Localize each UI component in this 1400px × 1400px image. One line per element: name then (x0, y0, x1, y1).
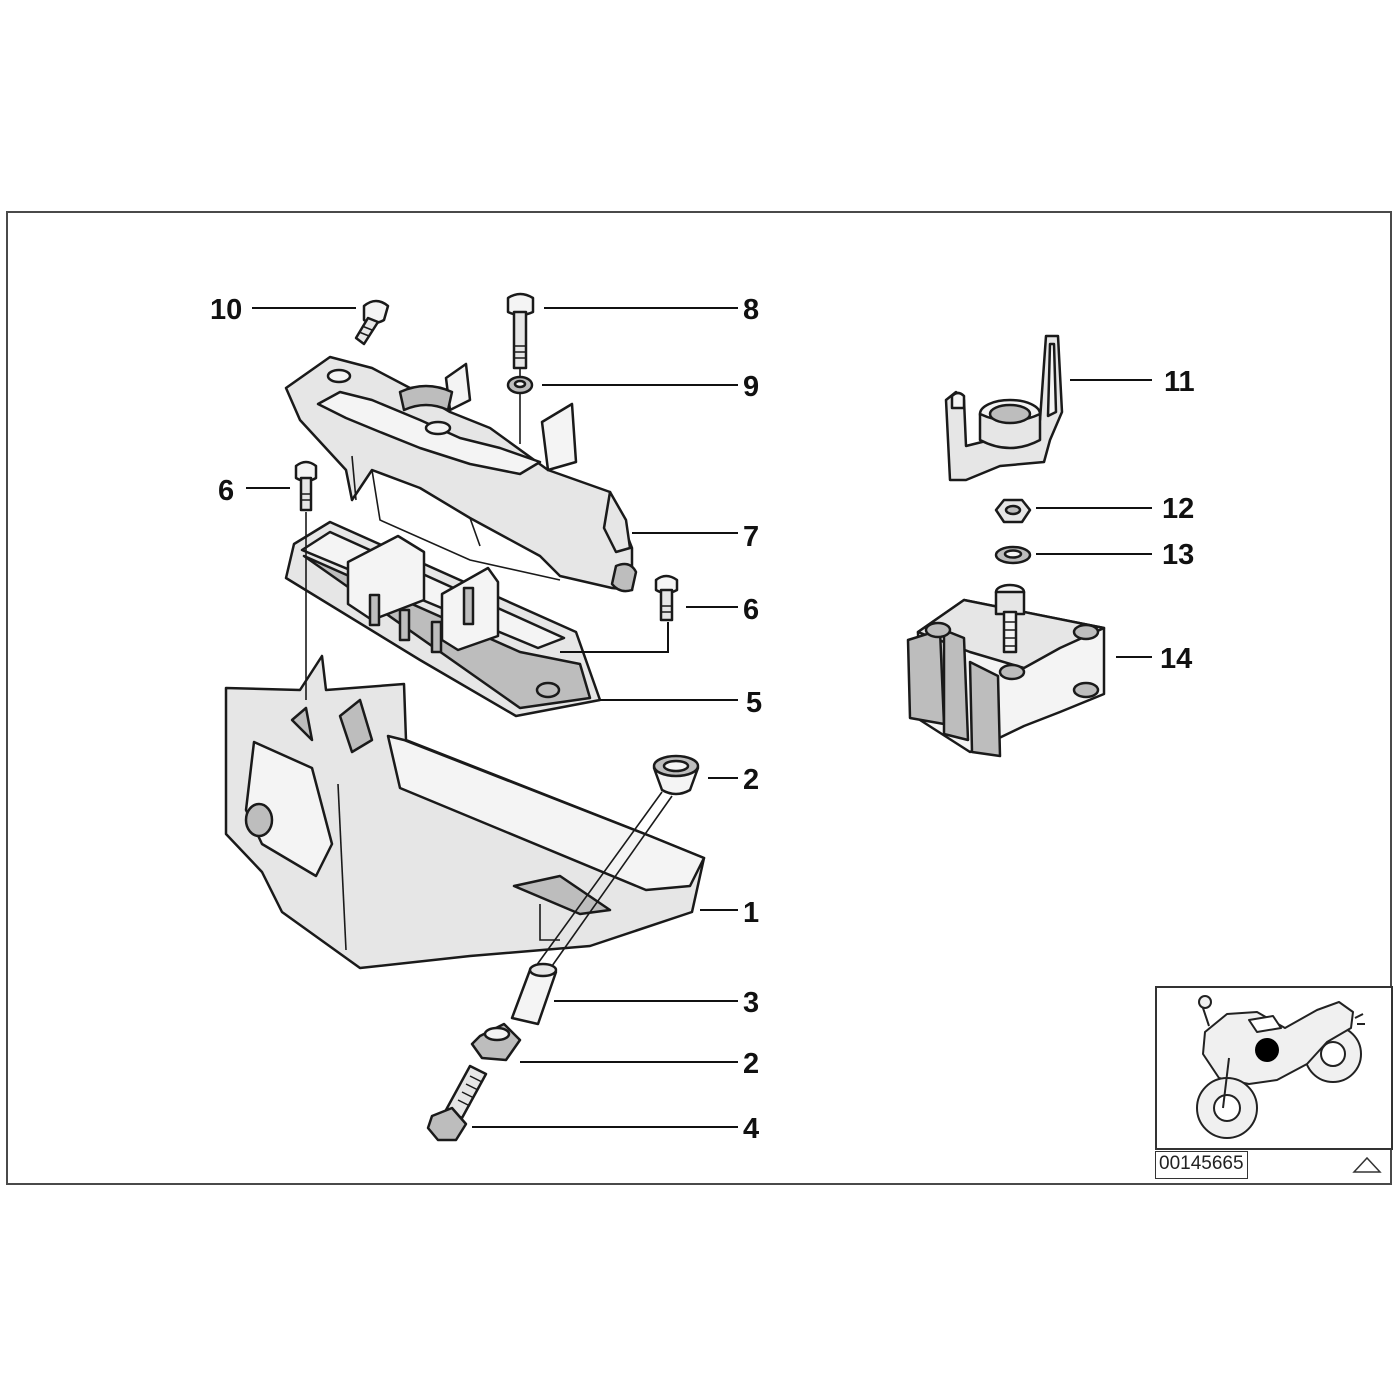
part-10-screw (354, 299, 390, 346)
diagram-frame (6, 211, 1392, 1185)
callout-8: 8 (743, 294, 759, 326)
part-2-bushing-lower (470, 1022, 522, 1062)
vehicle-location-thumbnail (1155, 986, 1393, 1150)
part-6-bolt-right (560, 574, 679, 653)
part-8-bolt (506, 292, 535, 444)
callout-13: 13 (1162, 539, 1194, 571)
leader-lines (246, 307, 1152, 1128)
part-7-cover (284, 355, 638, 593)
part-2-bushing-upper (652, 754, 700, 796)
part-11-bracket (944, 334, 1064, 482)
callout-7: 7 (743, 521, 759, 553)
callout-labels: 10 8 9 6 7 6 5 2 1 3 2 4 11 12 13 14 (210, 294, 1195, 1145)
reference-image-number: 00145665 (1155, 1151, 1248, 1179)
motorcycle-icon (1196, 995, 1365, 1139)
callout-14: 14 (1160, 643, 1192, 675)
part-9-washer (506, 375, 534, 395)
callout-3: 3 (743, 987, 759, 1019)
callout-9: 9 (743, 371, 759, 403)
callout-12: 12 (1162, 493, 1194, 525)
callout-6-right: 6 (743, 594, 759, 626)
warning-triangle-icon (1352, 1156, 1382, 1173)
callout-6-left: 6 (218, 475, 234, 507)
part-13-washer (994, 545, 1032, 565)
location-marker (1255, 1038, 1279, 1062)
part-4-bolt (426, 1064, 488, 1142)
callout-5: 5 (746, 687, 762, 719)
callout-2-lower: 2 (743, 1048, 759, 1080)
part-1-housing (224, 654, 706, 970)
part-6-bolt-left (294, 460, 318, 700)
callout-1: 1 (743, 897, 759, 929)
callout-4: 4 (743, 1113, 759, 1145)
part-5-tray (284, 520, 602, 718)
part-14-mount (906, 583, 1106, 758)
callout-11: 11 (1164, 366, 1195, 398)
part-3-sleeve (510, 791, 673, 1026)
callout-10: 10 (210, 294, 242, 326)
part-12-nut (994, 498, 1032, 524)
callout-2-upper: 2 (743, 764, 759, 796)
